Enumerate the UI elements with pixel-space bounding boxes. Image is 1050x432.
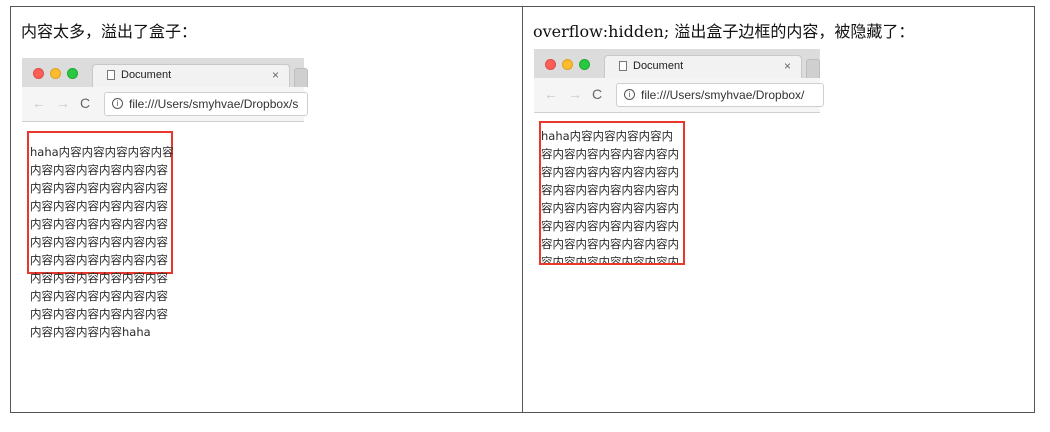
forward-arrow-icon[interactable]: →: [56, 95, 70, 111]
window-close-button[interactable]: [545, 59, 556, 70]
toolbar: ← → C i file:///Users/smyhvae/Dropbox/s: [22, 87, 308, 122]
info-icon[interactable]: i: [112, 98, 123, 109]
tab-title: Document: [633, 60, 684, 72]
close-icon[interactable]: ×: [783, 59, 791, 73]
window-minimize-button[interactable]: [50, 68, 61, 79]
overflow-visible-cell: 内容太多，溢出了盒子： Document × ← → C i file: [11, 7, 523, 412]
window-zoom-button[interactable]: [67, 68, 78, 79]
clipped-content: haha内容内容内容内容内容内容内容内容内容内容内容内容内容内容内容内容内容内容…: [541, 129, 679, 263]
tab-document[interactable]: Document ×: [92, 64, 290, 87]
red-box-outline: [539, 121, 685, 265]
address-bar[interactable]: i file:///Users/smyhvae/Dropbox/s: [104, 92, 308, 116]
new-tab-button[interactable]: [806, 59, 820, 78]
reload-icon[interactable]: C: [592, 86, 603, 102]
right-browser-window: Document × ← → C i file:///Users/smyhvae…: [534, 49, 824, 113]
window-minimize-button[interactable]: [562, 59, 573, 70]
tab-bar: Document ×: [534, 49, 820, 78]
document-icon: [619, 61, 627, 71]
forward-arrow-icon[interactable]: →: [568, 86, 582, 102]
close-icon[interactable]: ×: [271, 68, 279, 82]
window-zoom-button[interactable]: [579, 59, 590, 70]
back-arrow-icon[interactable]: ←: [544, 86, 558, 102]
overflowing-content: haha内容内容内容内容内容内容内容内容内容内容内容内容内容内容内容内容内容内容…: [30, 145, 174, 339]
tab-bar: Document ×: [22, 58, 308, 87]
right-caption: overflow:hidden; 溢出盒子边框的内容，被隐藏了：: [533, 22, 915, 41]
red-box-outline: [27, 131, 173, 274]
info-icon[interactable]: i: [624, 89, 635, 100]
hidden-overflow-box: haha内容内容内容内容内容内容内容内容内容内容内容内容内容内容内容内容内容内容…: [541, 123, 683, 263]
left-caption: 内容太多，溢出了盒子：: [21, 22, 198, 41]
tab-document[interactable]: Document ×: [604, 55, 802, 78]
document-icon: [107, 70, 115, 80]
reload-icon[interactable]: C: [80, 95, 91, 111]
tab-title: Document: [121, 69, 172, 81]
comparison-table: 内容太多，溢出了盒子： Document × ← → C i file: [10, 6, 1035, 413]
back-arrow-icon[interactable]: ←: [32, 95, 46, 111]
window-close-button[interactable]: [33, 68, 44, 79]
url-text: file:///Users/smyhvae/Dropbox/s: [129, 97, 299, 111]
overflow-hidden-cell: overflow:hidden; 溢出盒子边框的内容，被隐藏了： Documen…: [523, 7, 1034, 412]
new-tab-button[interactable]: [294, 68, 308, 87]
url-text: file:///Users/smyhvae/Dropbox/: [641, 88, 805, 102]
toolbar: ← → C i file:///Users/smyhvae/Dropbox/: [534, 78, 824, 113]
address-bar[interactable]: i file:///Users/smyhvae/Dropbox/: [616, 83, 824, 107]
left-browser-window: Document × ← → C i file:///Users/smyhvae…: [22, 58, 308, 122]
